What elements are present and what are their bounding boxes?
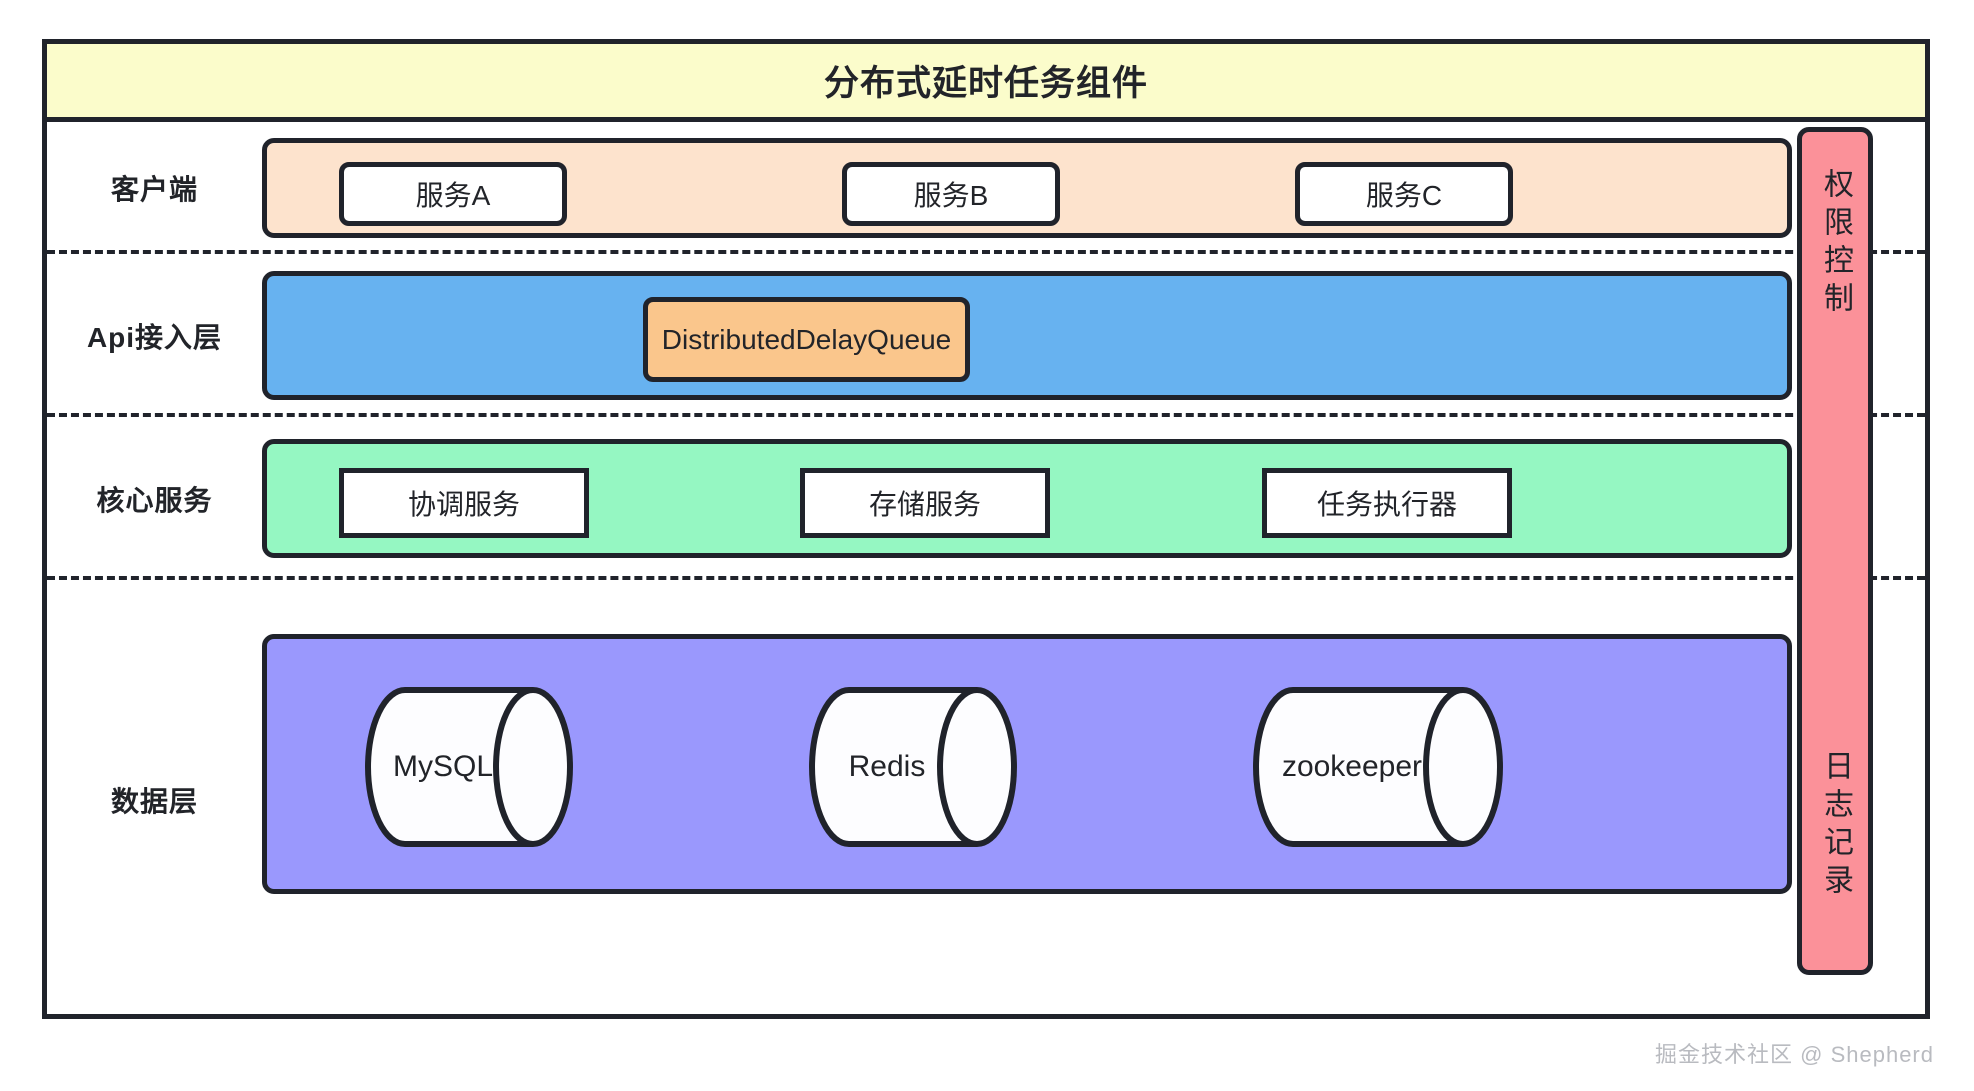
diagram-title-band: 分布式延时任务组件 bbox=[47, 44, 1925, 122]
node-storage-service[interactable]: 存储服务 bbox=[800, 468, 1050, 538]
layer-label-client: 客户端 bbox=[110, 174, 198, 205]
node-coordination-service[interactable]: 协调服务 bbox=[339, 468, 589, 538]
band-api: DistributedDelayQueue bbox=[262, 271, 1792, 400]
watermark: 掘金技术社区 @ Shepherd bbox=[1655, 1042, 1934, 1067]
node-label: 任务执行器 bbox=[1316, 489, 1457, 520]
cross-cutting-sidebar: 权限控制 日志记录 bbox=[1797, 127, 1873, 975]
layer-label-data: 数据层 bbox=[110, 785, 198, 817]
page-title: 分布式延时任务组件 bbox=[823, 64, 1148, 103]
node-service-a[interactable]: 服务A bbox=[339, 162, 567, 226]
node-zookeeper[interactable]: zookeeper bbox=[1253, 687, 1503, 847]
node-label: 服务C bbox=[1365, 180, 1443, 211]
cylinder-label: Redis bbox=[848, 750, 926, 783]
node-redis[interactable]: Redis bbox=[809, 687, 1017, 847]
node-service-b[interactable]: 服务B bbox=[842, 162, 1060, 226]
cylinder-shape bbox=[1253, 687, 1503, 847]
layer-label-api: Api接入层 bbox=[86, 321, 223, 353]
cylinder-shape bbox=[809, 687, 1017, 847]
cylinder-label: MySQL bbox=[392, 750, 494, 783]
layer-label-core: 核心服务 bbox=[96, 484, 213, 516]
layer-row-api: Api接入层 DistributedDelayQueue bbox=[47, 254, 1925, 417]
sidebar-label-logging: 日志记录 bbox=[1819, 750, 1852, 902]
node-label: 存储服务 bbox=[868, 489, 981, 520]
node-service-c[interactable]: 服务C bbox=[1295, 162, 1513, 226]
node-task-executor[interactable]: 任务执行器 bbox=[1262, 468, 1512, 538]
band-core: 协调服务 存储服务 任务执行器 bbox=[262, 439, 1792, 558]
band-data: MySQL Redis zookeeper bbox=[262, 634, 1792, 894]
node-distributed-delay-queue[interactable]: DistributedDelayQueue bbox=[643, 297, 970, 382]
layer-row-data: 数据层 MySQL Redis bbox=[47, 580, 1925, 1019]
band-client: 服务A 服务B 服务C bbox=[262, 138, 1792, 238]
node-label: 协调服务 bbox=[407, 489, 520, 520]
node-label: DistributedDelayQueue bbox=[661, 323, 952, 355]
layer-row-core: 核心服务 协调服务 存储服务 任务执行器 bbox=[47, 417, 1925, 580]
sidebar-label-permission-control: 权限控制 bbox=[1819, 168, 1852, 320]
layer-row-client: 客户端 服务A 服务B 服务C bbox=[47, 122, 1925, 254]
node-label: 服务A bbox=[415, 180, 491, 211]
node-mysql[interactable]: MySQL bbox=[365, 687, 573, 847]
cylinder-label: zookeeper bbox=[1281, 750, 1423, 783]
cylinder-shape bbox=[365, 687, 573, 847]
architecture-diagram-frame: 分布式延时任务组件 客户端 服务A 服务B 服务C Api接入层 Distrib… bbox=[42, 39, 1930, 1019]
node-label: 服务B bbox=[913, 180, 989, 211]
